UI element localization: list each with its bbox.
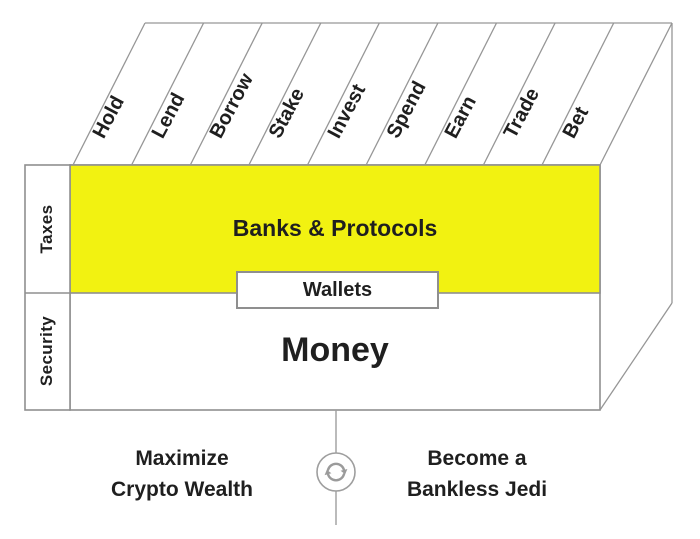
footer-right-line2: Bankless Jedi (406, 478, 548, 501)
footer-left-text: Maximize Crypto Wealth (62, 443, 302, 505)
row-label-taxes: Taxes (37, 204, 56, 254)
footer-left-line1: Maximize (135, 447, 229, 470)
banks-protocols-label: Banks & Protocols (232, 214, 438, 241)
money-label: Money (281, 331, 389, 369)
top-face-columns (72, 22, 673, 166)
wallets-box: Wallets (236, 271, 439, 309)
footer-right-text: Become a Bankless Jedi (357, 443, 597, 505)
left-rows-column (24, 164, 71, 411)
footer-right-line1: Become a (427, 447, 527, 470)
footer-left-line2: Crypto Wealth (111, 478, 253, 501)
wallets-label: Wallets (302, 278, 373, 301)
row-label-security: Security (37, 315, 56, 387)
refresh-cycle-icon (316, 452, 356, 492)
right-side-face-edges (599, 23, 673, 411)
